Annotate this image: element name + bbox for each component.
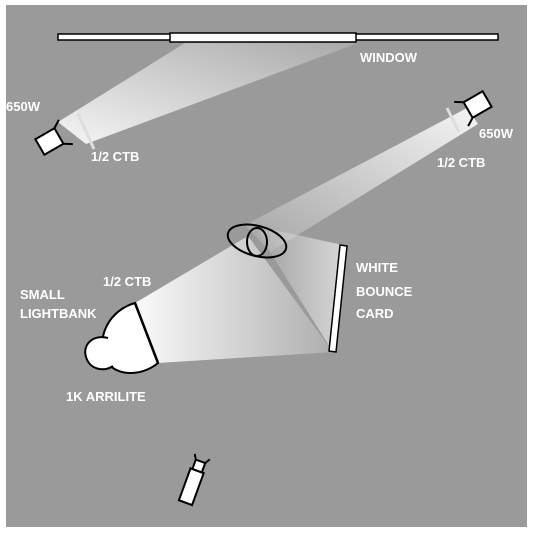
right-lamp-barndoor-top <box>467 117 474 127</box>
left-650w-fixture <box>34 119 73 157</box>
right-lamp-power-label: 650W <box>479 126 514 141</box>
window <box>57 32 499 43</box>
right-lamp-body <box>462 89 493 120</box>
small-lightbank-label-line1: SMALL <box>20 287 65 302</box>
gel-right-lamp <box>445 107 461 133</box>
camera-lens-flare-right <box>204 458 211 464</box>
bounce-card <box>328 244 348 353</box>
diffusion-frame <box>226 223 288 259</box>
left-lamp-barndoor-top <box>53 119 60 129</box>
beam-lightbank <box>135 236 333 363</box>
beam-to-bounce <box>255 226 343 352</box>
diffusion-ellipse-inner <box>246 227 268 257</box>
lightbank-gel-label: 1/2 CTB <box>103 274 151 289</box>
lightbank-fixture <box>84 301 160 375</box>
small-lightbank-label-line2: LIGHTBANK <box>20 306 97 321</box>
arrilite-head <box>84 336 114 371</box>
right-lamp-barndoor-bottom <box>454 100 464 104</box>
beam-right-lamp <box>245 108 478 252</box>
camera-fixture <box>177 453 211 507</box>
beam-left-lamp <box>58 43 358 144</box>
lightbank-front-edge <box>133 302 160 364</box>
camera-lens <box>191 458 207 474</box>
bounce-card-label-line3: CARD <box>356 306 394 321</box>
left-lamp-gel-label: 1/2 CTB <box>91 149 139 164</box>
right-650w-fixture <box>454 89 493 127</box>
bounce-card-label-line1: WHITE <box>356 260 398 275</box>
camera-lens-flare-left <box>193 453 197 460</box>
left-lamp-body <box>34 126 65 157</box>
left-lamp-barndoor-bottom <box>63 142 73 146</box>
left-lamp-power-label: 650W <box>6 99 41 114</box>
bounce-card-label-line2: BOUNCE <box>356 284 413 299</box>
right-lamp-gel-label: 1/2 CTB <box>437 155 485 170</box>
window-glass <box>169 32 357 43</box>
gel-left-lamp <box>76 113 96 150</box>
arrilite-label: 1K ARRILITE <box>66 389 146 404</box>
window-label: WINDOW <box>360 50 418 65</box>
